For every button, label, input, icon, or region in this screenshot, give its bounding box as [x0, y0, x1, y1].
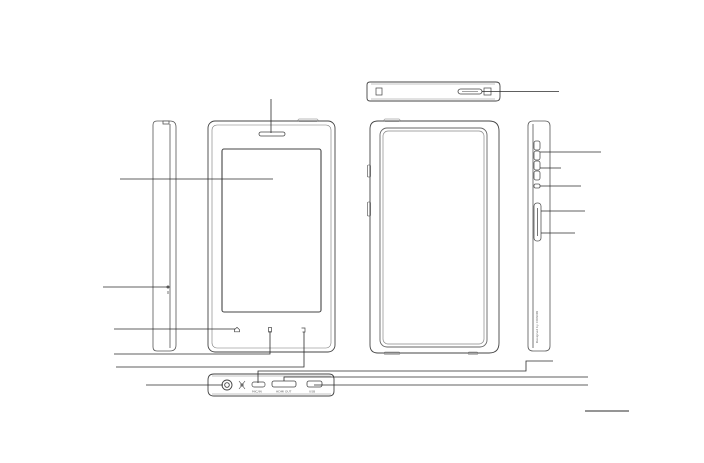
front-screen	[221, 148, 322, 313]
right-side-view	[527, 120, 551, 352]
speaker-grille	[258, 131, 286, 137]
front-view	[207, 118, 336, 353]
side-button-3	[533, 160, 541, 171]
callout-hdmi	[283, 376, 588, 381]
back-view	[367, 118, 500, 355]
mic-in-port	[251, 381, 266, 388]
mic-hole-icon	[238, 380, 246, 390]
callout-back	[116, 332, 305, 368]
callout-mic-in	[257, 360, 553, 383]
home-button-icon	[234, 326, 240, 333]
volume-rocker	[533, 202, 542, 242]
hdmi-out-port	[271, 380, 297, 388]
left-side-view	[152, 120, 177, 352]
port-label-mic: MIC/IN	[252, 390, 262, 394]
side-button-4	[533, 170, 541, 181]
back-panel	[382, 130, 485, 345]
headphone-jack-icon	[221, 379, 233, 391]
left-side-hole-icon	[166, 285, 170, 289]
side-engraving-text: Designed by COWON	[535, 311, 539, 343]
hold-switch	[533, 183, 541, 189]
top-edge-left-port	[375, 87, 383, 96]
port-label-usb: USB	[309, 390, 315, 394]
callout-lines	[103, 91, 601, 386]
callout-menu	[114, 331, 271, 355]
top-edge-view	[366, 81, 501, 102]
back-button-icon	[301, 327, 306, 333]
usb-port	[306, 380, 323, 388]
side-button-2	[533, 150, 541, 161]
side-button-1	[533, 140, 541, 151]
port-label-hdmi: HDMI OUT	[276, 390, 292, 394]
bottom-edge-view	[207, 373, 335, 397]
